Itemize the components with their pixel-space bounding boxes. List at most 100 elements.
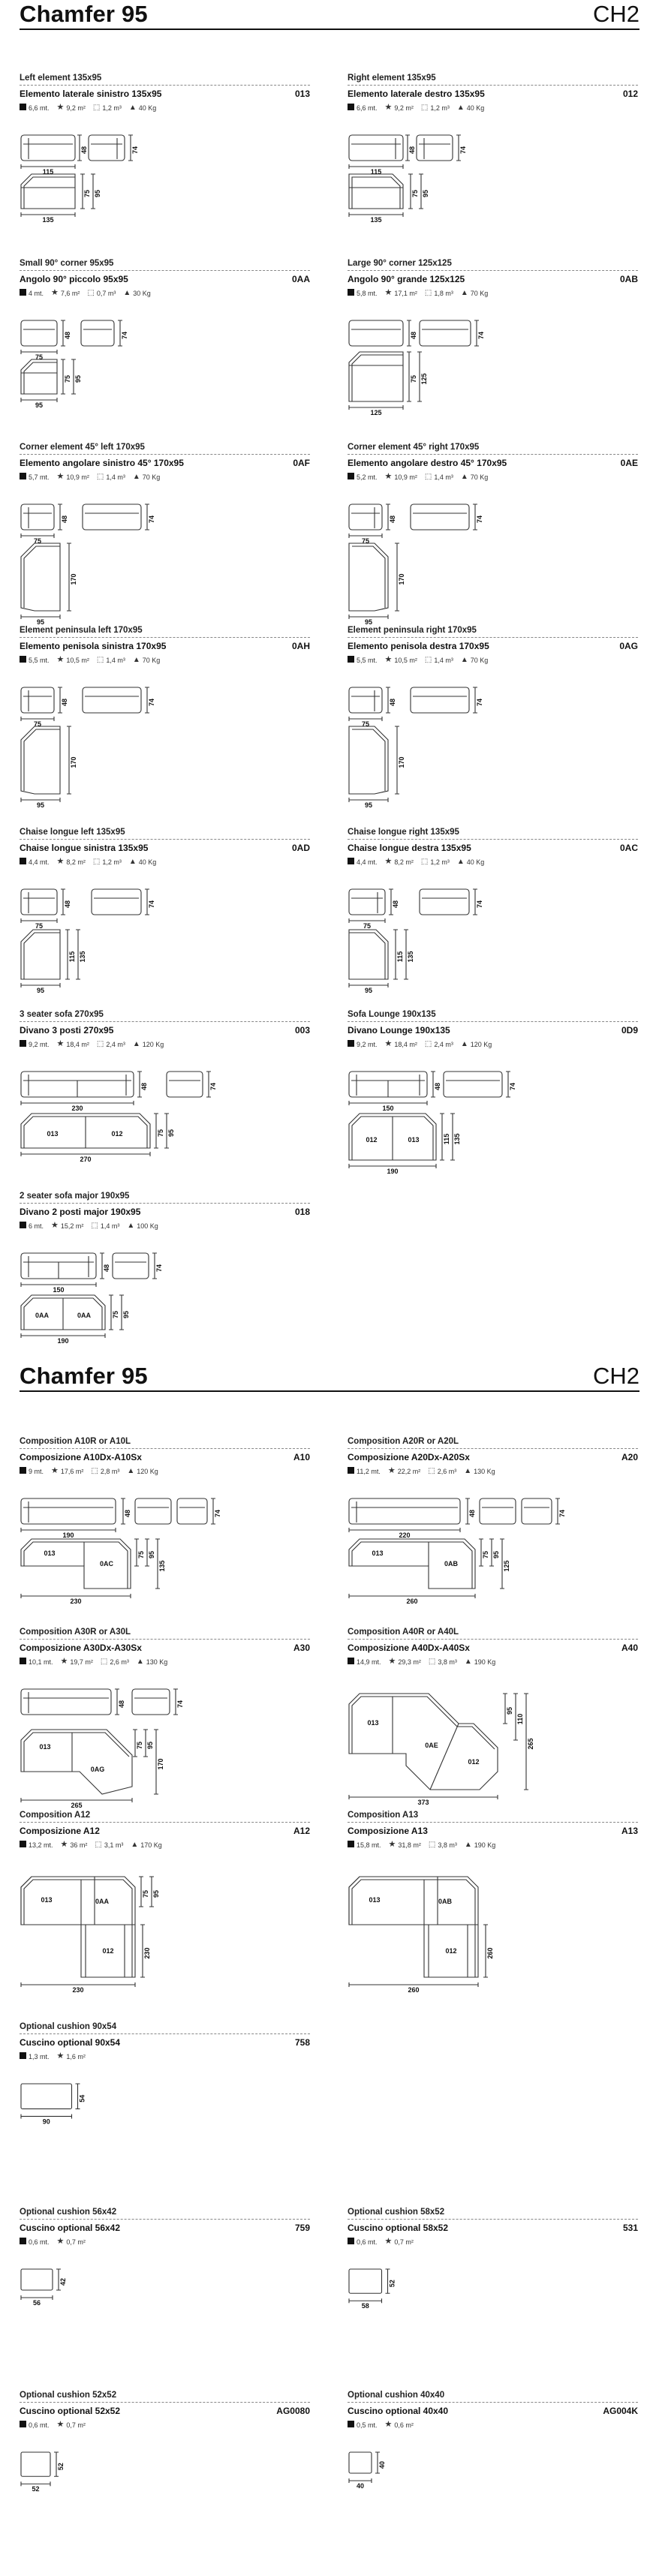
spec-0: 9,2 mt. bbox=[348, 1040, 378, 1048]
spec-value: 11,2 mt. bbox=[357, 1467, 381, 1475]
spec-value: 10,9 m² bbox=[394, 473, 417, 481]
length-icon bbox=[348, 1841, 354, 1849]
spec-value: 19,7 m² bbox=[70, 1658, 93, 1666]
dim-height: 48 bbox=[140, 1083, 148, 1090]
dim-width: 75 bbox=[363, 922, 371, 930]
spec-3: ▲40 Kg bbox=[129, 104, 156, 112]
dim-depth-2: 135 bbox=[407, 951, 414, 962]
spec-value: 1,2 m³ bbox=[102, 858, 122, 866]
product-name-en: Element peninsula left 170x95 bbox=[20, 626, 310, 638]
spec-value: 3,8 m³ bbox=[438, 1658, 457, 1666]
collection-code: CH2 bbox=[592, 1, 639, 27]
product-name-it-row: Elemento angolare sinistro 45° 170x95 0A… bbox=[20, 458, 310, 468]
spec-1: ★10,5 m² bbox=[385, 656, 417, 664]
dim-depth: 170 bbox=[70, 756, 77, 768]
dim-width: 115 bbox=[371, 168, 382, 176]
product-name-en: Optional cushion 58x52 bbox=[348, 2208, 638, 2220]
dim-depth-2: 95 bbox=[146, 1742, 154, 1749]
product-name-en: 2 seater sofa major 190x95 bbox=[20, 1192, 310, 1204]
spec-0: 5,2 mt. bbox=[348, 473, 378, 481]
seat-area-icon: ★ bbox=[384, 103, 393, 112]
module-label-2: 0AB bbox=[444, 1560, 459, 1568]
product-ref-code: 531 bbox=[622, 2223, 638, 2233]
length-icon bbox=[20, 1222, 26, 1230]
spec-value: 1,2 m³ bbox=[102, 104, 122, 112]
dim-height: 48 bbox=[468, 1510, 476, 1517]
spec-value: 6,6 mt. bbox=[29, 104, 50, 112]
dim-width: 75 bbox=[34, 537, 41, 545]
dim-height-2: 74 bbox=[459, 146, 467, 154]
seat-area-icon: ★ bbox=[60, 1657, 68, 1666]
spec-value: 18,4 m² bbox=[66, 1040, 89, 1048]
spec-1: ★0,7 m² bbox=[57, 2238, 86, 2246]
dim-depth-2: 95 bbox=[122, 1311, 130, 1318]
spec-2: ⬚3,8 m³ bbox=[429, 1658, 457, 1666]
dim-width: 230 bbox=[71, 1105, 83, 1112]
dim-base-width: 95 bbox=[365, 618, 372, 626]
weight-icon: ▲ bbox=[460, 1040, 468, 1048]
spec-value: 190 Kg bbox=[474, 1841, 496, 1849]
spec-value: 1,4 m³ bbox=[434, 656, 453, 664]
dim-width: 150 bbox=[53, 1286, 64, 1294]
spec-value: 190 Kg bbox=[474, 1658, 496, 1666]
spec-value: 130 Kg bbox=[474, 1467, 495, 1475]
module-label-2: 0AB bbox=[438, 1898, 453, 1905]
length-icon bbox=[20, 473, 26, 481]
length-icon bbox=[20, 1467, 26, 1475]
product-specs: 0,6 mt.★0,7 m² bbox=[20, 2421, 310, 2429]
dim-depth-3: 135 bbox=[158, 1560, 166, 1571]
spec-2: ⬚1,2 m³ bbox=[421, 858, 450, 866]
length-icon bbox=[20, 2052, 26, 2060]
volume-icon: ⬚ bbox=[91, 1222, 98, 1230]
dim-depth: 75 bbox=[136, 1742, 143, 1749]
spec-value: 70 Kg bbox=[142, 656, 161, 664]
product-specs: 11,2 mt.★22,2 m²⬚2,6 m³▲130 Kg bbox=[348, 1467, 638, 1475]
spec-value: 40 Kg bbox=[138, 104, 157, 112]
spec-3: ▲70 Kg bbox=[461, 289, 488, 297]
spec-0: 0,5 mt. bbox=[348, 2421, 378, 2429]
spec-0: 13,2 mt. bbox=[20, 1841, 53, 1849]
spec-3: ▲70 Kg bbox=[133, 656, 160, 664]
length-icon bbox=[20, 1658, 26, 1666]
spec-value: 0,7 m² bbox=[66, 2421, 86, 2429]
dim-depth-2: 95 bbox=[167, 1129, 175, 1137]
dim-base-width: 260 bbox=[408, 1986, 419, 1994]
spec-2: ⬚1,2 m³ bbox=[421, 104, 450, 112]
dim-width: 150 bbox=[382, 1105, 393, 1112]
dim-height: 52 bbox=[57, 2463, 65, 2470]
length-icon bbox=[20, 289, 26, 297]
spec-value: 8,2 m² bbox=[394, 858, 414, 866]
module-label-2: 012 bbox=[111, 1130, 122, 1138]
dim-depth-2: 135 bbox=[453, 1133, 461, 1144]
module-label-1: 013 bbox=[44, 1550, 55, 1557]
product-ref-code: 0AH bbox=[291, 641, 310, 651]
volume-icon: ⬚ bbox=[424, 1040, 432, 1048]
dim-height-2: 74 bbox=[476, 900, 483, 908]
product-name-en: Small 90° corner 95x95 bbox=[20, 259, 310, 271]
product-name-en: Right element 135x95 bbox=[348, 74, 638, 86]
product-sofa-2: 2 seater sofa major 190x95 Divano 2 post… bbox=[20, 1192, 310, 1345]
weight-icon: ▲ bbox=[127, 1222, 135, 1230]
product-name-it-row: Elemento angolare destro 45° 170x95 0AE bbox=[348, 458, 638, 468]
product-ref-code: A30 bbox=[293, 1643, 310, 1653]
dim-height-2: 74 bbox=[214, 1510, 221, 1517]
spec-value: 1,4 m³ bbox=[106, 656, 125, 664]
seat-area-icon: ★ bbox=[56, 103, 65, 112]
dim-depth: 115 bbox=[68, 951, 76, 963]
product-specs: 0,6 mt.★0,7 m² bbox=[348, 2238, 638, 2246]
spec-value: 130 Kg bbox=[146, 1658, 168, 1666]
spec-value: 6,6 mt. bbox=[357, 104, 378, 112]
product-specs: 4,4 mt.★8,2 m²⬚1,2 m³▲40 Kg bbox=[348, 858, 638, 866]
dim-depth: 75 bbox=[142, 1890, 149, 1898]
spec-value: 10,5 m² bbox=[394, 656, 417, 664]
product-name-it-row: Chaise longue destra 135x95 0AC bbox=[348, 843, 638, 853]
seat-area-icon: ★ bbox=[384, 288, 393, 297]
